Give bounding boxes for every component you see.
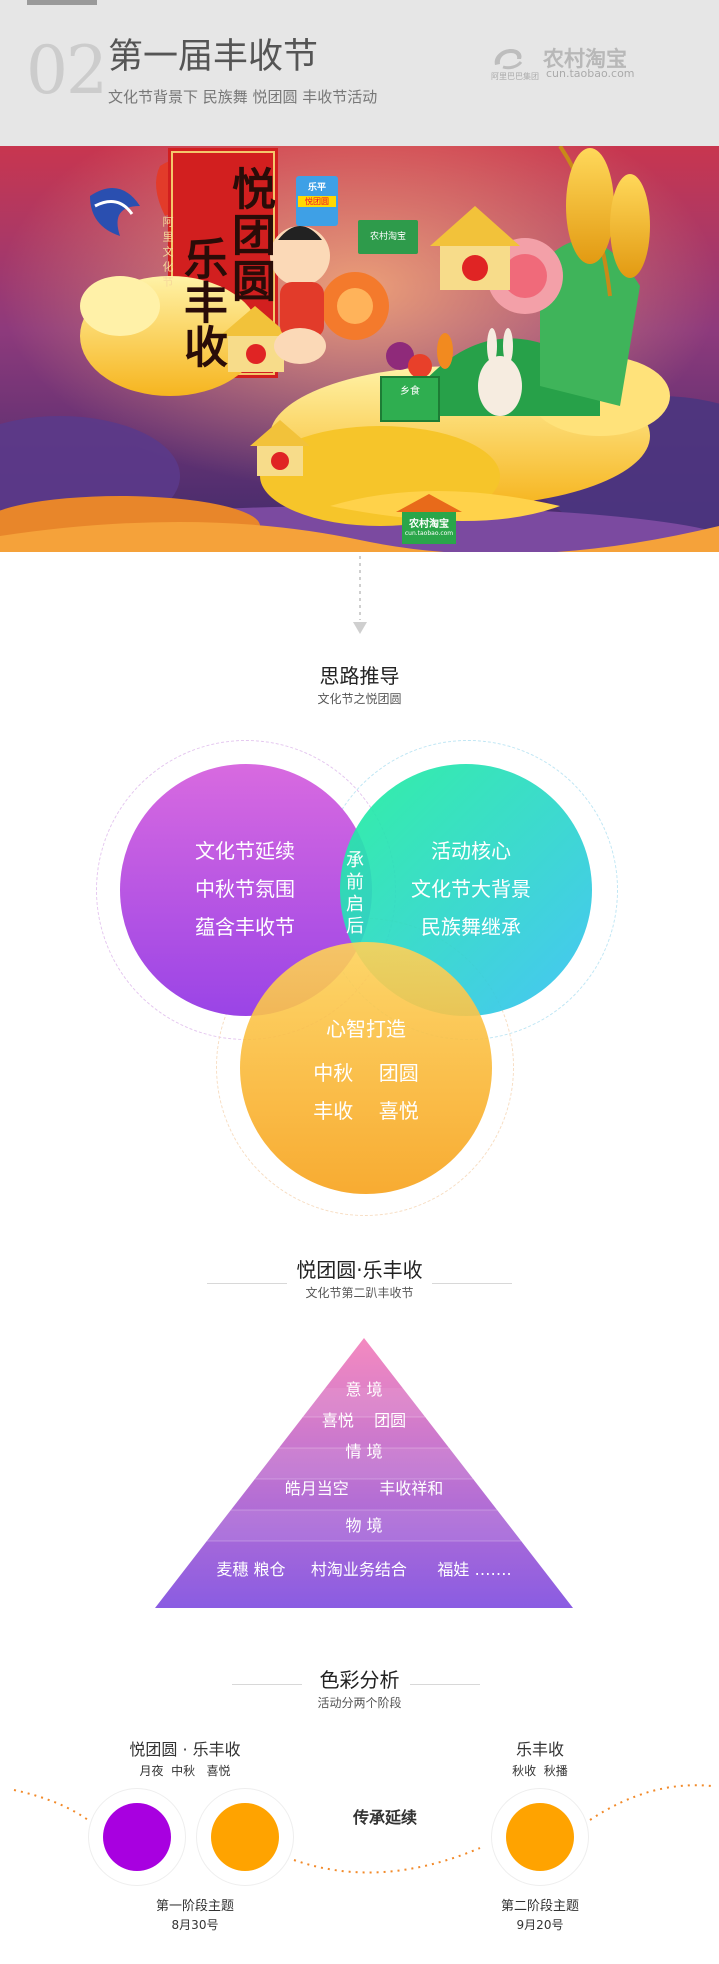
house-name: 农村淘宝 [409,519,449,530]
stage1-keywords: 月夜 中秋 喜悦 [139,1764,231,1778]
stage2-date: 9月20号 [516,1918,564,1932]
color-swatch-orange-2 [506,1803,574,1871]
pyramid-row-5: 物 境 [345,1516,383,1535]
pyramid-row-1: 意 境 [345,1380,383,1399]
color-swatch-purple [103,1803,171,1871]
logo-url: cun.taobao.com [546,67,635,80]
color-swatch-orange-1 [211,1803,279,1871]
logo-tagline: 阿里巴巴集团 [491,72,539,81]
venn-left-line-2: 中秋节氛围 [195,877,295,901]
color-section-title: 色彩分析 [319,1668,400,1692]
alibaba-logo-icon [494,49,523,70]
pyramid-shape [155,1338,573,1608]
venn-bottom-line-2: 丰收 喜悦 [313,1099,419,1123]
divider-right [432,1283,512,1284]
house-wall: 农村淘宝 cun.taobao.com [402,512,456,544]
banner-artwork [0,146,719,552]
venn-right-text: 活动核心 文化节大背景 民族舞继承 [376,832,566,946]
venn-left-text: 文化节延续 中秋节氛围 蕴含丰收节 [150,832,340,946]
green-crate: 农村淘宝 [358,220,418,254]
orange-circle [240,942,492,1194]
milk-carton-label: 乐平 [307,183,326,193]
swatch-ring-purple [88,1788,186,1886]
pyramid-row-3: 情 境 [345,1442,383,1461]
pyramid-row-2: 喜悦 团圆 [321,1411,407,1430]
continuation-label: 传承延续 [352,1808,417,1827]
stage1-label: 第一阶段主题 [155,1899,234,1914]
pyramid-row-6: 麦穗 粮仓 村淘业务结合 福娃 ……. [216,1560,512,1579]
venn-bottom-title: 心智打造 [326,1017,406,1041]
stage1-title: 悦团圆 · 乐丰收 [129,1740,241,1759]
section-header: 02 第一届丰收节 文化节背景下 民族舞 悦团圆 丰收节活动 阿里巴巴集团 农村… [0,0,719,146]
divider-right-2 [410,1684,480,1685]
swatch-ring-orange-2 [491,1788,589,1886]
stage1-date: 8月30号 [171,1918,219,1932]
pyramid-row-4: 皓月当空 丰收祥和 [284,1479,444,1498]
venn-bottom-line-1: 中秋 团圆 [313,1061,419,1085]
house-roof [396,494,462,512]
venn-diagram: 文化节延续 中秋节氛围 蕴含丰收节 承前启后 活动核心 文化节大背景 民族舞继承… [0,732,719,1216]
idea-section-subtitle: 文化节之悦团圆 [317,692,402,706]
pyramid-diagram: 意 境 喜悦 团圆 情 境 皓月当空 丰收祥和 物 境 麦穗 粮仓 村淘业务结合… [155,1338,573,1608]
swatch-ring-orange-1 [196,1788,294,1886]
stage2-keywords: 秋收 秋播 [512,1764,568,1778]
cun-taobao-house-icon: 农村淘宝 cun.taobao.com [396,494,462,544]
header-tab-marker [27,0,97,5]
theme-section-subtitle: 文化节第二趴丰收节 [305,1286,414,1300]
dotted-connector-lines [13,1784,713,1874]
divider-left-2 [232,1684,302,1685]
house-url: cun.taobao.com [404,530,454,537]
color-section-subtitle: 活动分两个阶段 [317,1696,402,1710]
banner-seal-text: 阿里文化节 [161,216,174,291]
venn-right-line-3: 民族舞继承 [421,915,521,939]
venn-right-line-2: 文化节大背景 [411,877,531,901]
theme-section-title: 悦团圆·乐丰收 [296,1258,423,1282]
idea-section-title: 思路推导 [319,664,400,688]
divider-left [207,1283,287,1284]
section-number: 02 [26,32,108,109]
venn-left-line-1: 文化节延续 [195,839,295,863]
venn-center-text: 承前启后 [346,850,364,937]
section-subtitle: 文化节背景下 民族舞 悦团圆 丰收节活动 [108,88,378,106]
section-title: 第一届丰收节 [108,37,319,77]
venn-right-line-1: 活动核心 [431,839,511,863]
stage2-title: 乐丰收 [515,1740,564,1759]
festival-banner-illustration: 悦团圆 乐丰收 阿里文化节 乐平 悦团圆 农村淘宝 乡食 农村淘宝 cun.ta… [0,146,719,552]
dotted-down-arrow-icon [353,556,367,634]
banner-title-column-2: 乐丰收 [176,236,227,368]
milk-carton: 乐平 悦团圆 [296,176,338,226]
venn-left-line-3: 蕴含丰收节 [195,915,295,939]
logo-name: 农村淘宝 [543,47,627,71]
banner-title-column-1: 悦团圆 [224,166,275,304]
milk-carton-tag: 悦团圆 [298,196,336,207]
stage2-label: 第二阶段主题 [500,1899,579,1914]
cun-taobao-logo: 阿里巴巴集团 农村淘宝 cun.taobao.com [491,43,691,81]
venn-bottom-text: 心智打造 中秋 团圆 丰收 喜悦 [270,1010,462,1130]
green-box: 乡食 [380,376,440,422]
